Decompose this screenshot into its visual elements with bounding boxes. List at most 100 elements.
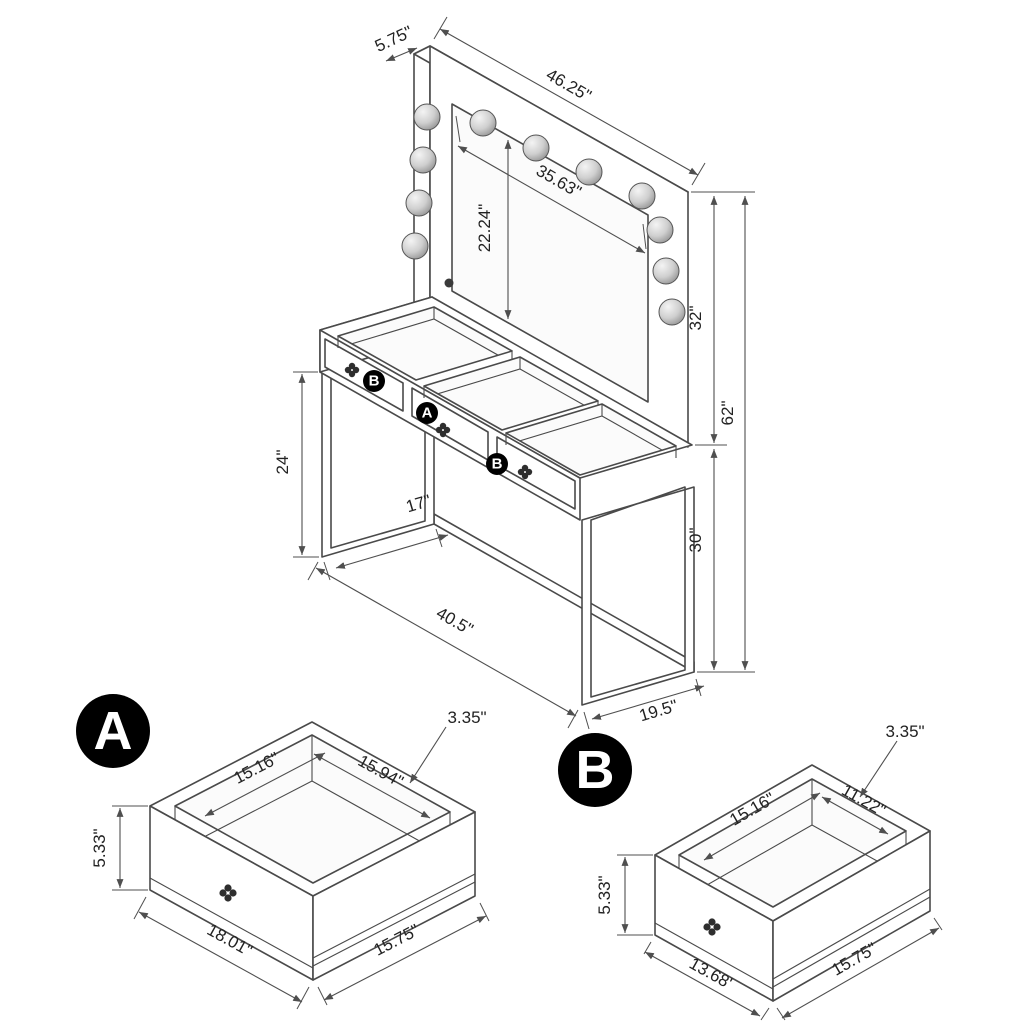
drawer-b-badge-letter: B bbox=[576, 740, 615, 800]
light-bulb-icon bbox=[652, 257, 680, 285]
dim-b-outer-width-line bbox=[644, 951, 761, 1017]
dim-table-depth-line bbox=[591, 685, 705, 720]
dim-b-rim-label: 3.35" bbox=[885, 722, 924, 741]
knob-petal bbox=[439, 430, 447, 438]
dim-b-inner-width-line bbox=[821, 796, 889, 835]
ext-line bbox=[691, 162, 706, 186]
knob-petal bbox=[224, 884, 232, 892]
knob-petal bbox=[517, 468, 525, 476]
dim-a-inner-depth-line bbox=[204, 752, 326, 817]
knob-petal bbox=[439, 422, 447, 430]
ext-line bbox=[323, 561, 331, 581]
badge-letter: B bbox=[369, 373, 380, 390]
ext-line bbox=[307, 561, 319, 581]
knob-petal bbox=[443, 426, 451, 434]
dim-leg-depth-line bbox=[335, 534, 449, 569]
ext-line bbox=[567, 709, 579, 729]
dim-a-height-label: 5.33" bbox=[90, 828, 109, 867]
main-view: B A B 5.75" 46.25" 35.63" 22.24" bbox=[273, 16, 755, 730]
right-sled-leg bbox=[581, 486, 695, 706]
dim-b-height-label: 5.33" bbox=[595, 875, 614, 914]
badge-circle bbox=[363, 370, 385, 392]
dim-b-outer-depth-line bbox=[781, 927, 940, 1019]
light-bulb-icon bbox=[401, 232, 429, 260]
ext-line bbox=[455, 115, 461, 143]
dim-total-height-label: 62" bbox=[718, 401, 737, 426]
dim-a-outer-width-line bbox=[138, 911, 303, 1003]
drawer-b-detail: B 3.35" 15.16" 11.22" 5.33" bbox=[558, 722, 943, 1021]
knob-petal bbox=[352, 366, 360, 374]
knob-petal bbox=[708, 918, 716, 926]
knob-petal bbox=[713, 923, 721, 931]
ext-line bbox=[933, 917, 943, 931]
dim-b-rim-leader bbox=[859, 740, 898, 798]
dim-base-height-label: 30" bbox=[686, 528, 705, 553]
light-bulb-icon bbox=[628, 182, 656, 210]
dim-knee-clearance-label: 24" bbox=[273, 450, 292, 475]
knob-icon bbox=[703, 918, 721, 936]
badge-circle bbox=[486, 453, 508, 475]
light-bulb-icon bbox=[405, 189, 433, 217]
light-bulb-icon bbox=[469, 109, 497, 137]
rear-stretcher-bar bbox=[433, 513, 695, 673]
ext-line bbox=[583, 711, 590, 730]
knob-icon bbox=[435, 422, 451, 438]
dim-mirror-height-label: 32" bbox=[686, 306, 705, 331]
knob-icon bbox=[344, 362, 360, 378]
knob-petal bbox=[348, 370, 356, 378]
ext-line bbox=[433, 16, 448, 40]
knob-petal bbox=[703, 923, 711, 931]
knob-petal bbox=[219, 889, 227, 897]
dim-a-inner-width-line bbox=[313, 753, 431, 819]
dim-table-depth-label: 19.5" bbox=[637, 696, 680, 725]
badge-letter: B bbox=[492, 456, 503, 473]
light-bulb-icon bbox=[522, 134, 550, 162]
drawer-front-left bbox=[324, 338, 404, 412]
dim-b-inner-depth-line bbox=[703, 792, 821, 861]
power-dot bbox=[444, 278, 454, 288]
knob-icon bbox=[517, 464, 533, 480]
knob-petal bbox=[521, 464, 529, 472]
drawer-a-detail: A 3.35" 15.16" 15.94" 5.33" bbox=[76, 694, 490, 1010]
dim-base-width-line bbox=[315, 567, 577, 717]
knob-petal bbox=[521, 472, 529, 480]
light-bulb-icon bbox=[575, 158, 603, 186]
light-bulb-icon bbox=[413, 103, 441, 131]
dim-mirror-inner-width-line bbox=[457, 145, 646, 254]
badge-letter: A bbox=[422, 405, 433, 422]
knob-petal bbox=[525, 468, 533, 476]
dim-base-width-label: 40.5" bbox=[433, 603, 476, 639]
badge-circle bbox=[416, 402, 438, 424]
drawer-a-badge-circle bbox=[76, 694, 150, 768]
dim-frame-depth-line bbox=[385, 47, 418, 62]
drawer-b-badge-circle bbox=[558, 733, 632, 807]
knob-petal bbox=[229, 889, 237, 897]
dim-mirror-width-label: 46.25" bbox=[543, 65, 595, 106]
knob-icon bbox=[219, 884, 237, 902]
knob-petal bbox=[435, 426, 443, 434]
ext-line bbox=[760, 1007, 770, 1021]
glass-compartments bbox=[337, 306, 677, 476]
knob-petal bbox=[224, 894, 232, 902]
light-bulb-icon bbox=[409, 146, 437, 174]
ext-line bbox=[479, 902, 490, 922]
dim-mirror-width-line bbox=[439, 28, 699, 176]
ext-line bbox=[133, 896, 147, 920]
knob-petal bbox=[708, 928, 716, 936]
light-bulb-icon bbox=[646, 216, 674, 244]
drawer-badges: B A B bbox=[363, 370, 508, 475]
mirror-frame-side-left bbox=[413, 45, 431, 310]
knob-petal bbox=[344, 366, 352, 374]
drawer-fronts bbox=[324, 338, 576, 510]
dim-mirror-inner-height-label: 22.24" bbox=[475, 204, 494, 253]
ext-line bbox=[776, 1007, 786, 1021]
dim-a-rim-label: 3.35" bbox=[447, 708, 486, 727]
ext-line bbox=[296, 986, 310, 1010]
ext-line bbox=[317, 986, 328, 1006]
knob-petal bbox=[348, 362, 356, 370]
light-bulb-icon bbox=[658, 298, 686, 326]
drawer-a-badge-letter: A bbox=[94, 701, 133, 761]
dim-a-outer-depth-line bbox=[323, 915, 487, 1001]
